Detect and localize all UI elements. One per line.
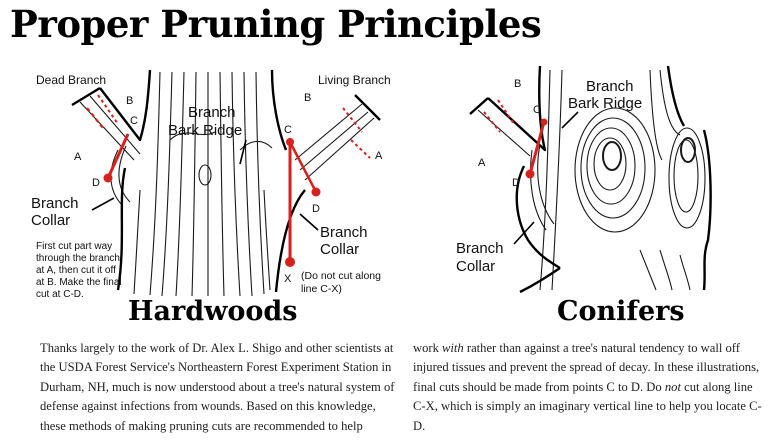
pruning-illustration: Dead Branch Living Branch B B A A C C D … (31, 65, 712, 327)
branch-collar-label-left: Branch (31, 195, 79, 212)
body-paragraph-right: work with rather than against a tree's n… (413, 341, 762, 433)
svg-text:D: D (312, 203, 320, 215)
svg-text:X: X (284, 273, 292, 285)
living-branch-label: Living Branch (318, 73, 391, 87)
svg-text:Collar: Collar (31, 212, 70, 229)
point-d-marker (103, 173, 113, 183)
conifer-cut-lines (483, 99, 548, 179)
svg-text:A: A (478, 157, 486, 169)
hardwood-tree (71, 69, 381, 300)
svg-text:D: D (512, 177, 520, 189)
svg-text:A: A (375, 150, 383, 162)
svg-text:Bark Ridge: Bark Ridge (568, 95, 642, 112)
svg-text:A: A (74, 151, 82, 163)
hardwood-cut-lines (86, 94, 371, 267)
conifer-branch-bark-ridge-label: Branch (586, 78, 634, 95)
hardwood-labels: Dead Branch Living Branch B B A A C C D … (31, 73, 391, 327)
svg-text:B: B (514, 78, 521, 90)
conifer-branch-collar-label: Branch (456, 240, 504, 257)
svg-text:C: C (130, 115, 138, 127)
branch-collar-label-right: Branch (320, 224, 368, 241)
branch-bark-ridge-label: Branch (188, 104, 236, 121)
svg-text:B: B (126, 95, 133, 107)
page-title: Proper Pruning Principles (10, 2, 542, 46)
svg-text:C: C (533, 104, 541, 116)
svg-text:C: C (284, 124, 292, 136)
svg-text:Collar: Collar (456, 258, 495, 275)
first-cut-note: First cut part way through the branch at… (36, 241, 124, 300)
body-paragraph-left: Thanks largely to the work of Dr. Alex L… (40, 341, 395, 433)
conifer-labels: B C A D Branch Bark Ridge Branch Collar … (456, 78, 685, 327)
dead-branch-label: Dead Branch (36, 73, 106, 87)
svg-text:Bark Ridge: Bark Ridge (168, 122, 242, 139)
do-not-cut-note: (Do not cut along line C-X) (301, 270, 384, 295)
hardwoods-heading: Hardwoods (128, 296, 297, 327)
svg-text:Collar: Collar (320, 241, 359, 258)
svg-text:B: B (304, 92, 311, 104)
svg-text:D: D (92, 177, 100, 189)
conifers-heading: Conifers (557, 296, 685, 327)
